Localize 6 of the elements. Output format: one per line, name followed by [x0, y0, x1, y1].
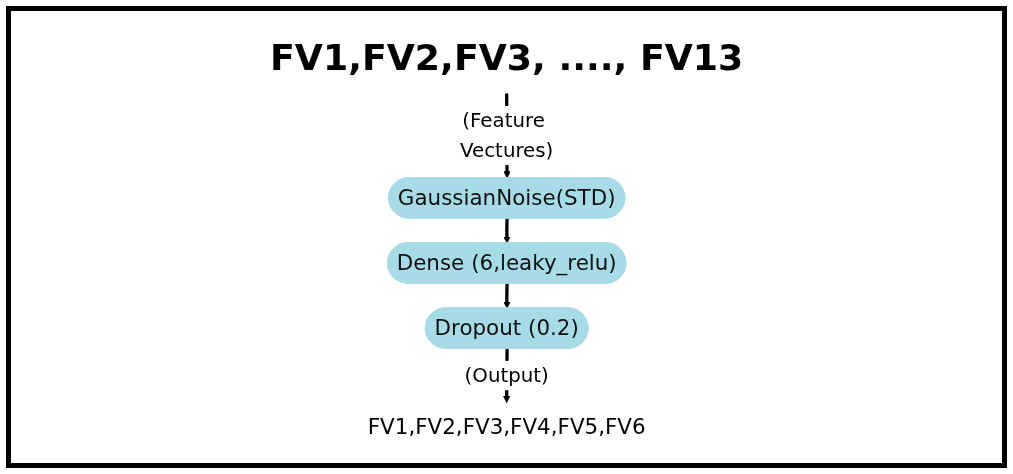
node-text: FV1,FV2,FV3,FV4,FV5,FV6	[367, 414, 646, 440]
edge-label: (Output)	[464, 363, 549, 388]
arrow	[503, 283, 511, 309]
arrow	[503, 218, 511, 244]
edge-label: (Feature Vectures)	[459, 109, 554, 162]
node-text: FV1,FV2,FV3, ...., FV13	[269, 36, 744, 79]
